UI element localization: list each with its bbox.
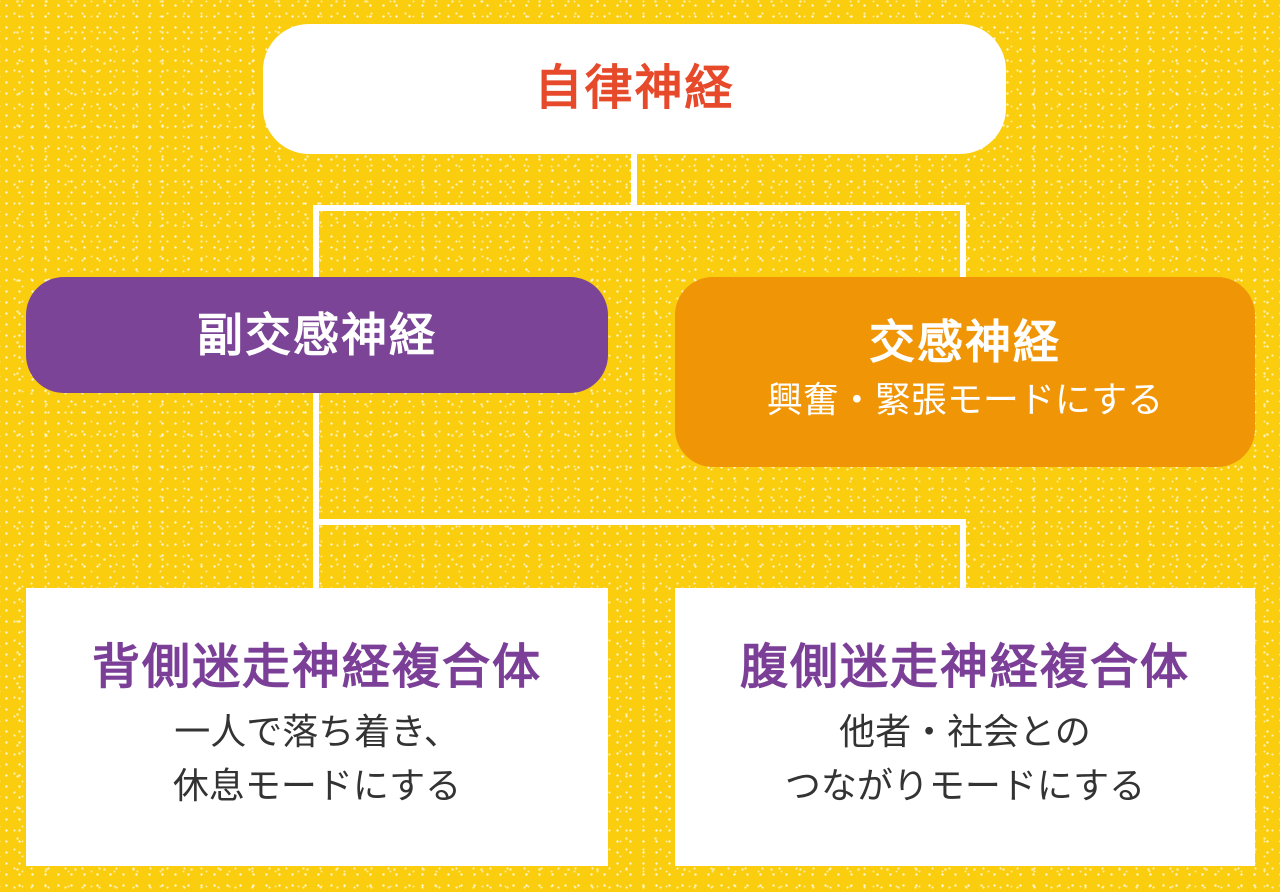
node-autonomic-nerve: 自律神経 xyxy=(263,24,1006,154)
node-ventral-vagal: 腹側迷走神経複合体 他者・社会との つながりモードにする xyxy=(675,588,1255,866)
node-dorsal-vagal-title: 背側迷走神経複合体 xyxy=(91,639,542,696)
node-autonomic-nerve-title: 自律神経 xyxy=(534,60,735,117)
node-parasympathetic: 副交感神経 xyxy=(26,277,608,393)
node-dorsal-vagal-desc: 一人で落ち着き、 休息モードにする xyxy=(172,711,462,807)
node-parasympathetic-title: 副交感神経 xyxy=(197,307,437,362)
node-sympathetic-desc: 興奮・緊張モードにする xyxy=(766,380,1164,422)
node-sympathetic: 交感神経 興奮・緊張モードにする xyxy=(675,277,1255,467)
node-ventral-vagal-desc: 他者・社会との つながりモードにする xyxy=(784,711,1146,807)
node-ventral-vagal-title: 腹側迷走神経複合体 xyxy=(739,639,1190,696)
node-dorsal-vagal: 背側迷走神経複合体 一人で落ち着き、 休息モードにする xyxy=(26,588,608,866)
node-sympathetic-title: 交感神経 xyxy=(869,314,1061,369)
